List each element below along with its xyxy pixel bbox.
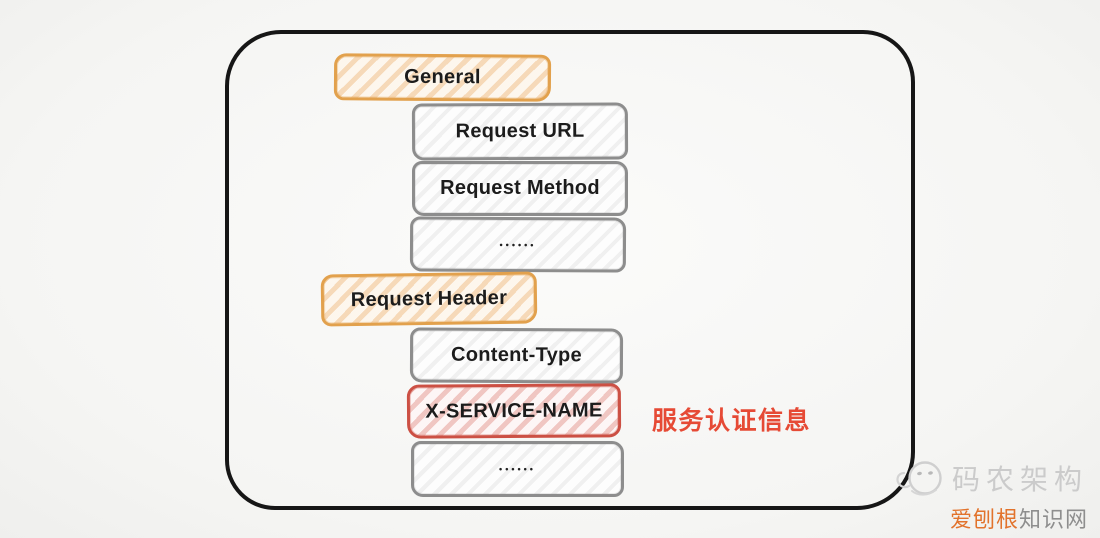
- watermark-site-suffix: 知识网: [1018, 507, 1088, 532]
- node-request-method: Request Method: [412, 161, 628, 216]
- node-x-service-name-label: X-SERVICE-NAME: [425, 398, 603, 423]
- node-request-header: Request Header: [320, 271, 538, 327]
- watermark: 码农架构 爱刨根知识网: [892, 455, 1088, 534]
- node-request-url: Request URL: [411, 102, 629, 161]
- node-x-service-name: X-SERVICE-NAME: [406, 383, 622, 439]
- node-general: General: [333, 53, 552, 102]
- watermark-brand-text: 码农架构: [951, 464, 1088, 495]
- node-request-method-label: Request Method: [440, 177, 600, 199]
- node-ellipsis-header-label: ••••••: [499, 464, 536, 474]
- service-auth-annotation: 服务认证信息: [652, 407, 812, 435]
- http-request-outline-box: [225, 30, 915, 510]
- node-request-url-label: Request URL: [455, 119, 585, 143]
- node-request-header-label: Request Header: [350, 286, 508, 311]
- node-ellipsis-general: ••••••: [409, 216, 627, 273]
- node-ellipsis-header: ••••••: [411, 441, 624, 497]
- smiley-face-icon: [896, 461, 942, 496]
- watermark-site-prefix: 爱刨根: [949, 507, 1019, 532]
- node-general-label: General: [404, 65, 481, 89]
- node-content-type-label: Content-Type: [450, 343, 583, 367]
- node-ellipsis-general-label: ••••••: [499, 239, 537, 250]
- node-content-type: Content-Type: [409, 327, 624, 384]
- watermark-site-text: 爱刨根知识网: [892, 502, 1088, 534]
